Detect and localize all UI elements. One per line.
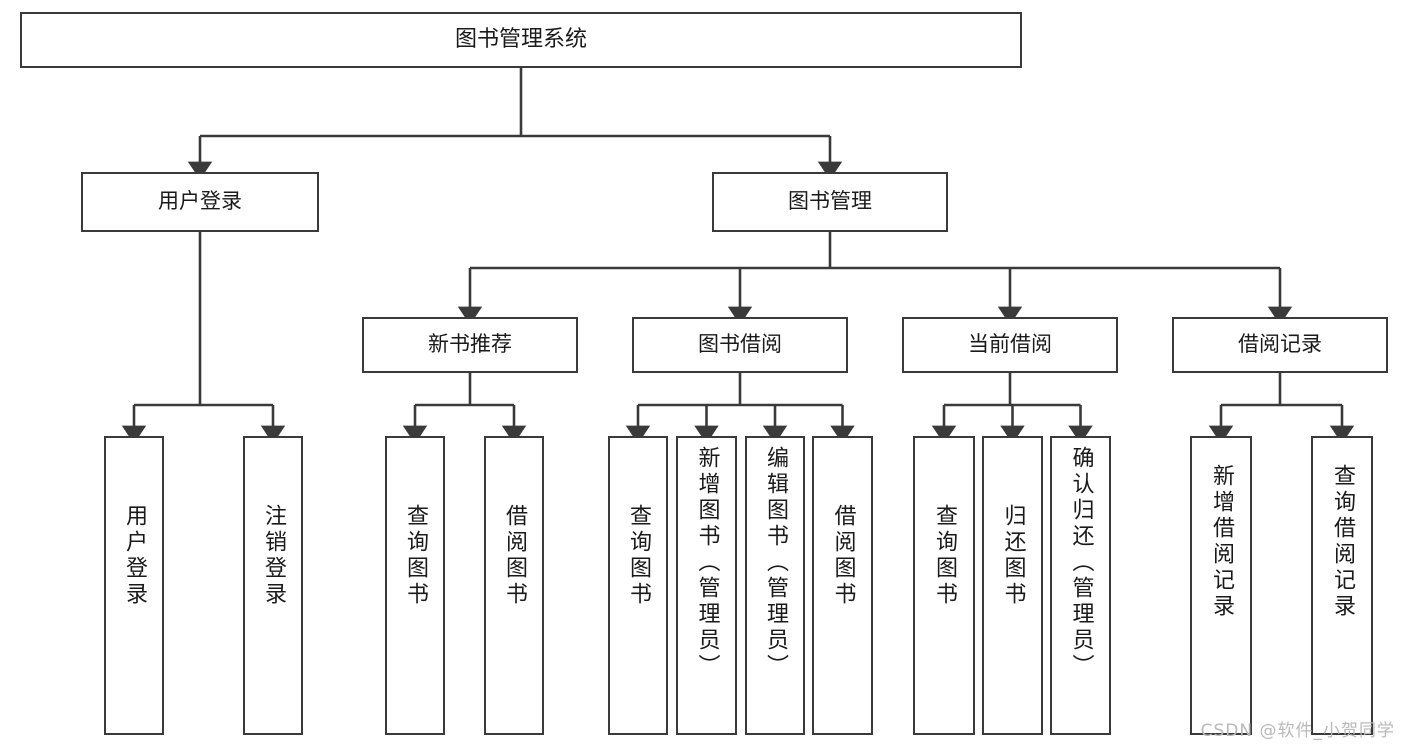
node-book-manage[interactable]: 图书管理 bbox=[712, 172, 948, 232]
node-leaf-borrow-book-2[interactable]: 借阅图书 bbox=[812, 436, 873, 735]
node-leaf-borrow-book-1[interactable]: 借阅图书 bbox=[484, 436, 544, 735]
node-label: 新书推荐 bbox=[428, 332, 512, 357]
node-label: 编辑图书（管理员） bbox=[763, 446, 788, 680]
node-current-borrow[interactable]: 当前借阅 bbox=[902, 317, 1118, 373]
node-new-book-rec[interactable]: 新书推荐 bbox=[362, 317, 578, 373]
node-label: 新增图书（管理员） bbox=[694, 446, 720, 680]
node-label: 图书借阅 bbox=[698, 332, 782, 357]
node-label: 图书管理 bbox=[788, 189, 872, 214]
node-leaf-query-book-2[interactable]: 查询图书 bbox=[608, 436, 668, 735]
node-leaf-query-book-3[interactable]: 查询图书 bbox=[913, 436, 975, 735]
node-label: 查询图书 bbox=[932, 504, 957, 608]
node-leaf-user-login[interactable]: 用户登录 bbox=[104, 436, 164, 735]
node-leaf-confirm-return[interactable]: 确认归还（管理员） bbox=[1050, 436, 1111, 735]
node-label: 新增借阅记录 bbox=[1209, 464, 1234, 620]
node-borrow-record[interactable]: 借阅记录 bbox=[1172, 317, 1388, 373]
node-label: 用户登录 bbox=[158, 189, 242, 214]
node-user-login[interactable]: 用户登录 bbox=[81, 172, 319, 232]
node-label: 借阅图书 bbox=[502, 504, 527, 608]
node-label: 借阅记录 bbox=[1238, 332, 1322, 357]
node-label: 借阅图书 bbox=[830, 504, 856, 608]
node-root[interactable]: 图书管理系统 bbox=[20, 12, 1022, 68]
node-label: 图书管理系统 bbox=[454, 26, 587, 52]
node-leaf-query-book-1[interactable]: 查询图书 bbox=[385, 436, 445, 735]
node-label: 归还图书 bbox=[1000, 504, 1026, 608]
node-label: 注销登录 bbox=[261, 504, 286, 608]
node-leaf-logout[interactable]: 注销登录 bbox=[243, 436, 303, 735]
node-label: 当前借阅 bbox=[968, 332, 1052, 357]
node-label: 确认归还（管理员） bbox=[1068, 446, 1094, 680]
node-leaf-query-record[interactable]: 查询借阅记录 bbox=[1311, 436, 1373, 735]
node-leaf-edit-book[interactable]: 编辑图书（管理员） bbox=[745, 436, 805, 735]
watermark: CSDN @软件_小贺同学 bbox=[1200, 721, 1395, 741]
node-leaf-return-book[interactable]: 归还图书 bbox=[982, 436, 1043, 735]
node-label: 查询借阅记录 bbox=[1330, 464, 1355, 620]
node-label: 查询图书 bbox=[626, 504, 651, 608]
node-label: 查询图书 bbox=[403, 504, 428, 608]
node-leaf-add-record[interactable]: 新增借阅记录 bbox=[1190, 436, 1252, 735]
node-leaf-add-book[interactable]: 新增图书（管理员） bbox=[676, 436, 737, 735]
node-book-borrow[interactable]: 图书借阅 bbox=[632, 317, 848, 373]
node-label: 用户登录 bbox=[122, 504, 147, 608]
